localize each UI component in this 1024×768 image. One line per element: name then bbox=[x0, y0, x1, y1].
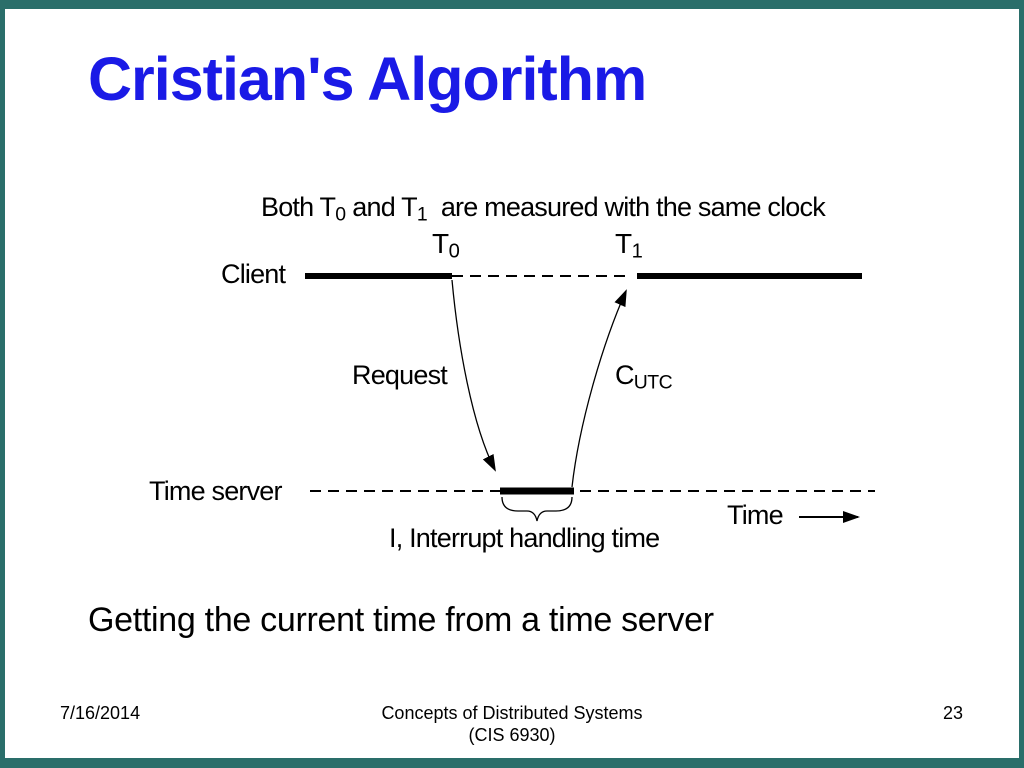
footer-course-line2: (CIS 6930) bbox=[468, 725, 556, 745]
interrupt-handling-label: I, Interrupt handling time bbox=[389, 523, 660, 553]
footer-date: 7/16/2014 bbox=[60, 703, 141, 723]
time-server-label: Time server bbox=[149, 476, 283, 506]
clock-note: Both T0 and T1 are measured with the sam… bbox=[261, 192, 826, 226]
clock-note-mid: and T bbox=[345, 192, 417, 222]
page-title: Cristian's Algorithm bbox=[88, 45, 647, 113]
interrupt-brace bbox=[501, 496, 573, 522]
clock-note-text: Both T bbox=[261, 192, 336, 222]
footer-page-number: 23 bbox=[942, 703, 963, 723]
client-label: Client bbox=[221, 259, 286, 289]
clock-note-sub1: 1 bbox=[416, 203, 428, 226]
footer-course-line1: Concepts of Distributed Systems bbox=[381, 703, 643, 723]
slide-subtitle: Getting the current time from a time ser… bbox=[88, 601, 714, 639]
slide-border-bottom bbox=[0, 758, 1024, 768]
t0-base: T bbox=[432, 228, 449, 259]
time-axis-label: Time bbox=[727, 500, 784, 530]
cutc-base: C bbox=[615, 360, 634, 390]
footer-course: Concepts of Distributed Systems (CIS 693… bbox=[0, 702, 1024, 746]
cutc-subscript: UTC bbox=[633, 371, 673, 394]
slide-border-right bbox=[1019, 0, 1024, 768]
request-arrow bbox=[451, 279, 496, 472]
clock-note-post: are measured with the same clock bbox=[434, 192, 826, 222]
t1-base: T bbox=[615, 228, 632, 259]
slide-border-top bbox=[0, 0, 1024, 9]
t0-label: T0 bbox=[432, 228, 460, 264]
t1-label: T1 bbox=[615, 228, 643, 264]
cutc-label: CUTC bbox=[615, 360, 673, 394]
clock-note-sub0: 0 bbox=[335, 203, 346, 226]
request-label: Request bbox=[352, 360, 448, 390]
slide-border-left bbox=[0, 0, 5, 768]
t0-subscript: 0 bbox=[448, 240, 460, 263]
t1-subscript: 1 bbox=[631, 240, 643, 263]
